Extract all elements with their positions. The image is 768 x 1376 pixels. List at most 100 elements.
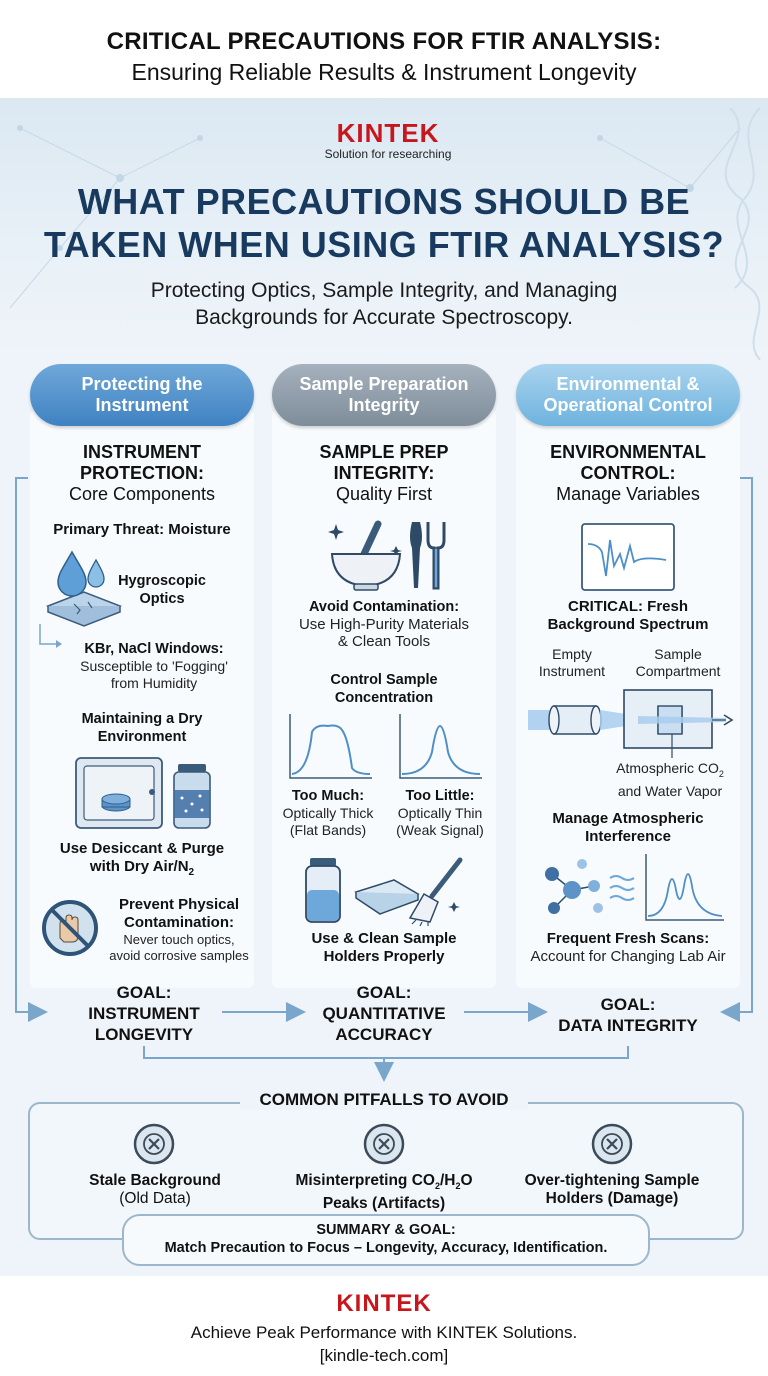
main-question-line-1: WHAT PRECAUTIONS SHOULD BE [77, 181, 691, 222]
ir-beam-compartment-icon [528, 689, 734, 758]
goal-line: DATA INTEGRITY [558, 1016, 698, 1035]
tab-environmental-control: Environmental &Operational Control [516, 364, 740, 426]
label-text: with Dry Air/N [89, 858, 189, 875]
desiccator-cabinet-icon [75, 757, 211, 829]
label-line: Interference [585, 828, 671, 845]
summary-text: Match Precaution to Focus – Longevity, A… [164, 1240, 608, 1256]
label-line: & Clean Tools [337, 633, 431, 650]
label-text: Atmospheric CO [616, 760, 719, 776]
too-little-note: Too Little: Optically Thin (Weak Signal) [388, 787, 492, 839]
molecules-spectrum-icon [545, 854, 724, 921]
label-line: Never touch optics, [123, 932, 235, 947]
atmospheric-interference-label: Manage Atmospheric Interference [516, 810, 740, 846]
pill-line: Operational Control [543, 395, 713, 415]
label-line: KBr, NaCl Windows: [84, 641, 224, 657]
footer-tagline: Achieve Peak Performance with KINTEK Sol… [190, 1323, 578, 1342]
brand-tagline: Solution for researching [324, 147, 452, 161]
subscript: 2 [718, 768, 724, 779]
pitfall-line: Holders (Damage) [545, 1190, 679, 1207]
subscript: 2 [434, 1181, 440, 1192]
pitfall-line: Stale Background [89, 1172, 221, 1189]
pitfalls-title: COMMON PITFALLS TO AVOID [240, 1090, 528, 1110]
pitfall-text: /H [439, 1172, 456, 1189]
label-line: Prevent Physical [118, 896, 240, 913]
subscript: 2 [188, 867, 195, 878]
sample-holders-label: Use & Clean Sample Holders Properly [272, 930, 496, 966]
goal-line: INSTRUMENT [88, 1004, 200, 1023]
control-concentration-label: Control Sample Concentration [272, 671, 496, 707]
label-line: (Weak Signal) [396, 822, 484, 838]
environmental-heading: ENVIRONMENTAL CONTROL: Manage Variables [516, 442, 740, 505]
label-line: Use Desiccant & Purge [59, 840, 225, 857]
label-line: Instrument [538, 663, 606, 679]
background-spectrum-monitor-icon [581, 523, 675, 591]
label-line: Empty [552, 646, 592, 662]
brand-name: KINTEK [336, 118, 440, 148]
label-line: CRITICAL: Fresh [568, 598, 688, 615]
label-line: Use & Clean Sample [311, 930, 457, 947]
heading-line: CONTROL: [580, 463, 676, 483]
sample-compartment-label: Sample Compartment [626, 646, 730, 680]
dry-environment-label: Maintaining a Dry Environment [30, 710, 254, 746]
pitfall-text: O [460, 1172, 473, 1189]
label-line: Too Little: [405, 788, 475, 804]
heading-line: INTEGRITY: [333, 463, 435, 483]
heading-subtitle: Quality First [335, 484, 432, 504]
label-line: from Humidity [110, 675, 198, 691]
label-line: Sample [654, 646, 702, 662]
no-touch-icon [42, 900, 98, 956]
flat-band-spectrum-icon [289, 714, 372, 779]
footer-website-link[interactable]: [kindle-tech.com] [319, 1346, 449, 1365]
main-subtitle-line-1: Protecting Optics, Sample Integrity, and… [150, 279, 618, 302]
pitfall-line: Over-tightening Sample [524, 1172, 700, 1189]
label-line: Too Much: [291, 788, 365, 804]
sample-prep-heading: SAMPLE PREP INTEGRITY: Quality First [272, 442, 496, 505]
main-question-line-2: TAKEN WHEN USING FTIR ANALYSIS? [43, 224, 725, 265]
label-line: Concentration [334, 690, 434, 706]
label-line: avoid corrosive samples [109, 948, 249, 963]
heading-line: INSTRUMENT [83, 442, 201, 462]
avoid-contamination-note: Avoid Contamination: Use High-Purity Mat… [272, 598, 496, 650]
pill-line: Instrument [95, 395, 189, 415]
flow-connectors [15, 477, 753, 1082]
goal-line: LONGEVITY [94, 1025, 194, 1044]
too-much-note: Too Much: Optically Thick (Flat Bands) [278, 787, 378, 839]
footer: KINTEK Achieve Peak Performance with KIN… [0, 1276, 768, 1376]
heading-line: PROTECTION: [80, 463, 204, 483]
heading-line: ENVIRONMENTAL [550, 442, 706, 462]
label-line: Account for Changing Lab Air [530, 948, 726, 965]
subscript: 2 [455, 1181, 461, 1192]
goal-line: QUANTITATIVE [322, 1004, 446, 1023]
instrument-heading: INSTRUMENT PROTECTION: Core Components [30, 442, 254, 505]
pitfall-text: Misinterpreting CO [295, 1172, 435, 1189]
label-line: Holders Properly [323, 948, 445, 965]
pointer-arrow-icon [39, 624, 62, 648]
fresh-background-label: CRITICAL: Fresh Background Spectrum [516, 598, 740, 634]
goal-quantitative-accuracy: GOAL: QUANTITATIVE ACCURACY [284, 982, 484, 1045]
goal-label: GOAL: [116, 983, 172, 1002]
pitfall-misinterpreting-peaks: Misinterpreting CO2/H2O Peaks (Artifacts… [282, 1172, 486, 1213]
label-line: Optically Thin [397, 805, 483, 821]
weak-signal-spectrum-icon [399, 714, 482, 779]
main-question: WHAT PRECAUTIONS SHOULD BE TAKEN WHEN US… [20, 180, 748, 266]
goal-line: ACCURACY [335, 1025, 433, 1044]
footer-brand: KINTEK [336, 1290, 432, 1317]
top-title: CRITICAL PRECAUTIONS FOR FTIR ANALYSIS: [106, 28, 662, 55]
misinterpreting-peaks-x-icon [363, 1123, 405, 1165]
label-line: Optics [139, 591, 185, 607]
goal-label: GOAL: [600, 995, 656, 1014]
heading-subtitle: Manage Variables [556, 484, 700, 504]
windows-note: KBr, NaCl Windows: Susceptible to 'Foggi… [56, 640, 252, 692]
label-line: Contamination: [124, 914, 234, 931]
label-line: Susceptible to 'Fogging' [80, 658, 228, 674]
atmospheric-co2-label: Atmospheric CO2 and Water Vapor [600, 760, 740, 800]
label-line: Avoid Contamination: [308, 599, 460, 615]
heading-line: SAMPLE PREP [319, 442, 449, 462]
label-line: Maintaining a Dry [81, 711, 203, 727]
desiccant-purge-label: Use Desiccant & Purge with Dry Air/N2 [30, 840, 254, 882]
label-line: Compartment [635, 663, 721, 679]
label-line: Hygroscopic [118, 573, 206, 589]
goal-instrument-longevity: GOAL: INSTRUMENT LONGEVITY [44, 982, 244, 1045]
label-line: Frequent Fresh Scans: [546, 930, 710, 947]
